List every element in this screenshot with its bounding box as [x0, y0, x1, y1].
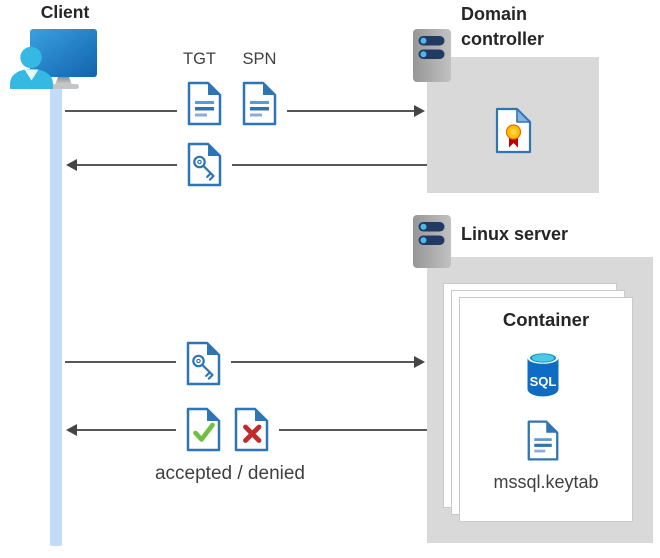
monitor-base	[49, 84, 79, 89]
client-person-monitor-icon	[10, 29, 97, 89]
domain-controller-label: Domain controller	[461, 4, 545, 49]
client-label: Client	[40, 2, 90, 22]
person-head	[20, 46, 42, 69]
sql-database-icon: SQL	[527, 352, 559, 397]
accepted-document-icon	[176, 406, 231, 453]
linux-server-server-icon	[413, 215, 451, 268]
spn-label: SPN	[242, 50, 277, 68]
arrow-tgt-spn-request-head	[414, 105, 425, 117]
domain-controller-server-icon	[413, 29, 451, 82]
arrow-ticket-reply-head	[66, 159, 77, 171]
client-lifeline	[50, 84, 62, 546]
arrow-ticket-to-server-head	[414, 356, 425, 368]
arrow-ticket-reply-line	[77, 164, 427, 166]
spn-document-icon	[232, 80, 287, 127]
key-ticket-document-icon-2	[176, 340, 231, 387]
accepted-denied-label: accepted / denied	[154, 463, 305, 484]
container-paper-front	[459, 297, 633, 522]
certificate-document-icon	[495, 107, 532, 154]
arrow-result-reply-head	[66, 424, 77, 436]
sql-badge-text: SQL	[530, 374, 557, 389]
container-label: Container	[502, 309, 590, 330]
monitor-screen	[30, 29, 97, 77]
linux-server-label: Linux server	[461, 224, 569, 244]
keytab-label: mssql.keytab	[493, 472, 599, 492]
tgt-label: TGT	[183, 50, 216, 68]
denied-document-icon	[224, 406, 279, 453]
keytab-document-icon	[527, 420, 559, 461]
key-ticket-document-icon	[177, 141, 232, 188]
arrow-ticket-to-server-line	[65, 361, 415, 363]
monitor-stand	[55, 77, 72, 85]
tgt-document-icon	[177, 80, 232, 127]
person-collar	[24, 69, 39, 81]
